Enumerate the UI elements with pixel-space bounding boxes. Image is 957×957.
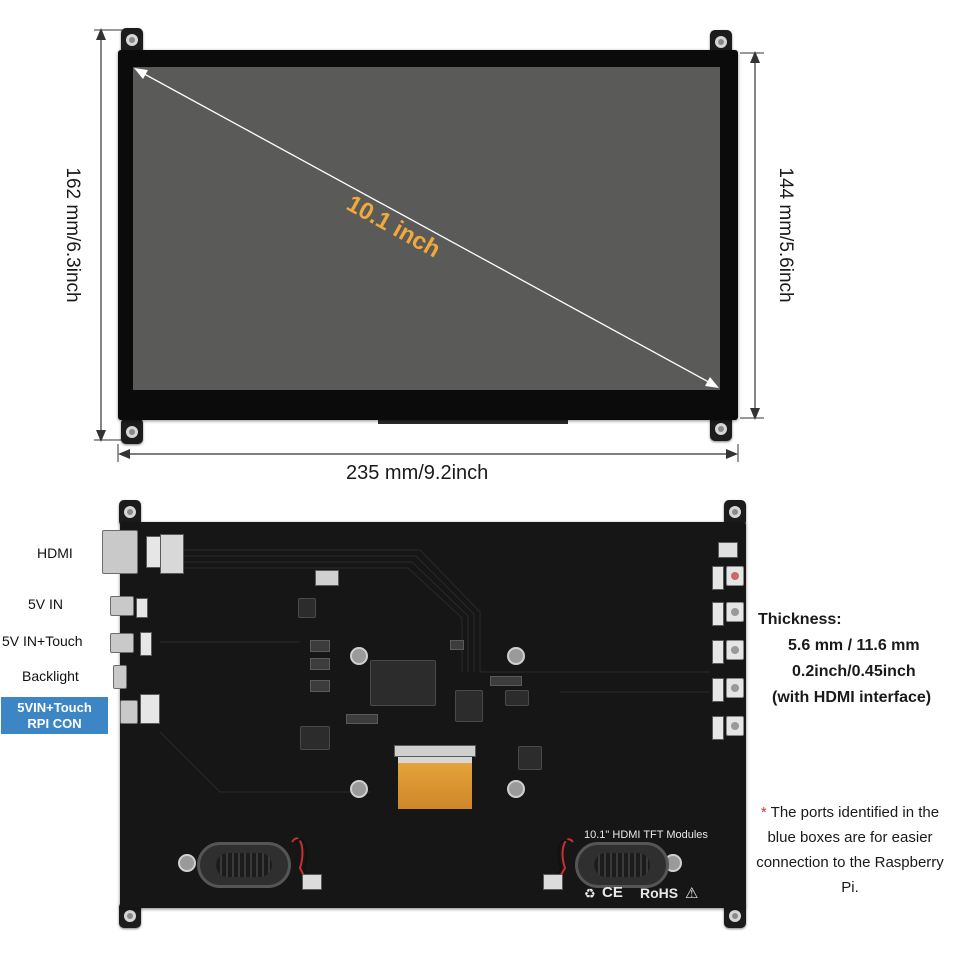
silk-tag: [712, 566, 724, 590]
mount-tab-bottom-right: [710, 415, 732, 441]
pcb-tab-bottom-right: [724, 902, 746, 928]
pcb-tab-top-left: [119, 500, 141, 526]
main-controller-chip: [370, 660, 436, 706]
standoff: [178, 854, 196, 872]
port-note: * The ports identified in the blue boxes…: [752, 800, 948, 900]
standoff: [507, 780, 525, 798]
menu-button: [726, 602, 744, 622]
pcb-traces: [159, 549, 710, 793]
front-view: 10.1 inch 162 mm/6.3inch 144 mm/5.6inch …: [62, 28, 796, 484]
screw-hole-icon: [124, 910, 136, 922]
component: [310, 658, 330, 670]
mount-tab-top-left: [121, 28, 143, 54]
rohs-label: RoHS: [640, 885, 679, 901]
highlight-port-box: 5VIN+Touch RPI CON: [1, 697, 108, 734]
thickness-inch: 0.2inch/0.45inch: [792, 663, 916, 680]
speaker-icon: [197, 842, 291, 888]
silk-tag: [140, 694, 160, 724]
component: [346, 714, 378, 724]
speaker-connector: [543, 874, 563, 890]
component: [450, 640, 464, 650]
silk-tag: [712, 716, 724, 740]
width-label: 235 mm/9.2inch: [346, 462, 489, 484]
silk-tag: [712, 602, 724, 626]
fpc-ribbon: [398, 757, 472, 809]
mount-tab-bottom-left: [121, 418, 143, 444]
component: [310, 680, 330, 692]
exit-button: [726, 716, 744, 736]
hdmi-port-icon: [102, 530, 138, 574]
silk-tag: [712, 678, 724, 702]
up-button: [726, 640, 744, 660]
component: [718, 542, 738, 558]
inductor: [518, 746, 542, 770]
chip: [455, 690, 483, 722]
silk-tag: [136, 598, 148, 618]
down-button: [726, 678, 744, 698]
fpc-connector: [394, 745, 476, 757]
thickness-note: (with HDMI interface): [772, 689, 932, 706]
screw-hole-icon: [126, 34, 138, 46]
thickness-mm: 5.6 mm / 11.6 mm: [788, 637, 920, 654]
esd-warning-icon: ⚠: [685, 885, 699, 902]
speaker-grille: [594, 853, 650, 877]
silk-tag: [712, 640, 724, 664]
highlight-port-line2: RPI CON: [27, 716, 82, 731]
speaker-grille: [216, 853, 272, 877]
screw-hole-icon: [715, 36, 727, 48]
component: [310, 640, 330, 652]
screw-hole-icon: [124, 506, 136, 518]
dimension-lines: [94, 28, 764, 462]
silk-tag: [140, 632, 152, 656]
diagonal-arrow: [134, 68, 719, 388]
port-label-hdmi: HDMI: [37, 545, 73, 561]
screw-hole-icon: [715, 423, 727, 435]
screw-hole-icon: [729, 506, 741, 518]
port-label-5v-in-touch: 5V IN+Touch: [2, 633, 83, 649]
rpi-connector: [120, 700, 138, 724]
power-button: [726, 566, 744, 586]
chip: [300, 726, 330, 750]
screw-hole-icon: [729, 910, 741, 922]
speaker-icon: [575, 842, 669, 888]
mount-tab-top-right: [710, 30, 732, 56]
component: [490, 676, 522, 686]
recycle-bin-icon: ♻: [584, 886, 596, 901]
backlight-switch: [113, 665, 127, 689]
micro-usb-port-icon: [110, 596, 134, 616]
standoff: [350, 647, 368, 665]
highlight-port-line1: 5VIN+Touch: [17, 700, 92, 715]
note-text: The ports identified in the blue boxes a…: [756, 804, 944, 896]
fpc-connector-small: [160, 534, 184, 574]
screw-hole-icon: [126, 426, 138, 438]
module-label: 10.1" HDMI TFT Modules: [584, 829, 708, 841]
pcb-tab-top-right: [724, 500, 746, 526]
micro-usb-port-icon: [110, 633, 134, 653]
port-label-5v-in: 5V IN: [28, 596, 64, 612]
chip: [505, 690, 529, 706]
note-asterisk: *: [760, 804, 767, 821]
speaker-connector: [302, 874, 322, 890]
ce-mark-icon: CE: [602, 884, 623, 901]
chip: [298, 598, 316, 618]
pcb-tab-bottom-left: [119, 902, 141, 928]
thickness-title: Thickness:: [758, 611, 842, 628]
port-label-backlight: Backlight: [22, 668, 79, 684]
component: [315, 570, 339, 586]
standoff: [507, 647, 525, 665]
standoff: [350, 780, 368, 798]
